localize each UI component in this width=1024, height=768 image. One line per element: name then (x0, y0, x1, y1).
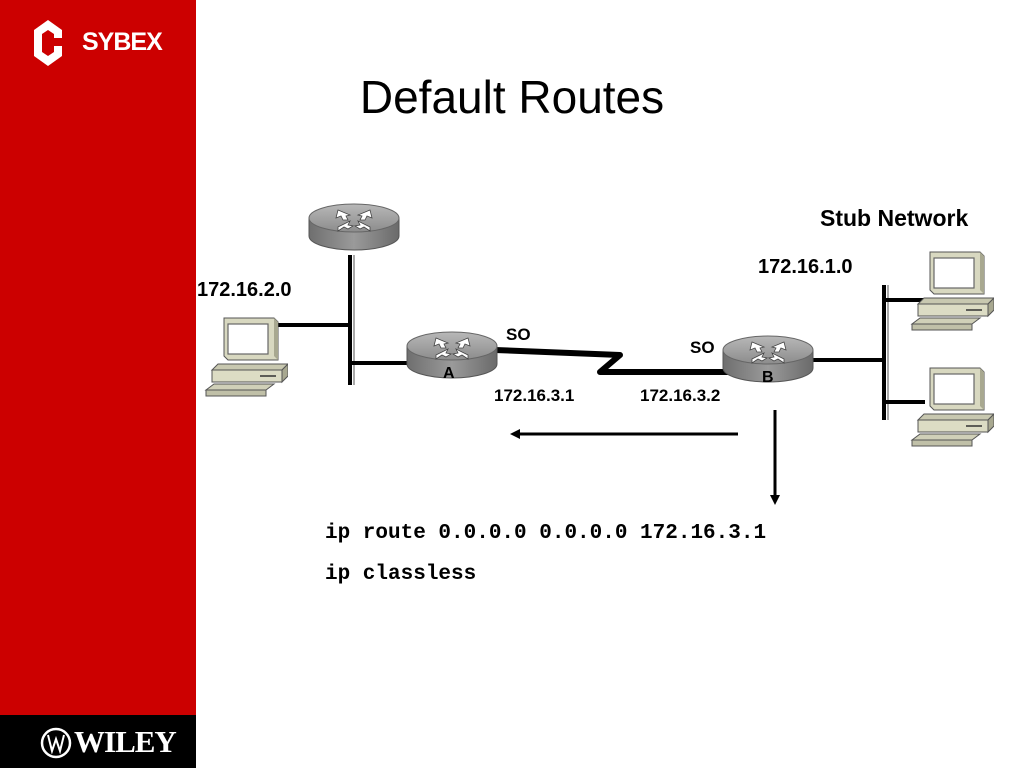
router-top-icon (308, 203, 400, 251)
left-lan-segment (272, 255, 412, 385)
pc-left-icon (205, 317, 288, 397)
sybex-wordmark: SYBEX (82, 28, 163, 56)
wiley-seal-icon (40, 727, 72, 759)
interface-a-label: SO (506, 325, 531, 344)
stub-network-title: Stub Network (820, 205, 968, 231)
sybex-logo (34, 20, 62, 66)
page-title: Default Routes (0, 70, 1024, 124)
interface-b-label: SO (690, 338, 715, 357)
serial-link (494, 347, 740, 375)
ip-label-b: 172.16.3.2 (640, 386, 720, 405)
command-line-1: ip route 0.0.0.0 0.0.0.0 172.16.3.1 (325, 522, 767, 545)
pc-stub-bottom-icon (911, 367, 994, 447)
router-b-label: B (762, 369, 774, 386)
footer-band (0, 715, 196, 768)
router-a-label: A (443, 365, 455, 382)
command-line-2: ip classless (325, 563, 477, 586)
wiley-wordmark: WILEY (74, 724, 177, 759)
sidebar-band (0, 0, 196, 715)
page-title-text: Default Routes (359, 71, 665, 123)
wiley-logo (40, 727, 72, 759)
stub-lan-segment (810, 285, 925, 420)
pc-stub-top-icon (911, 251, 994, 331)
network-label-stub: 172.16.1.0 (758, 256, 853, 278)
ip-label-a: 172.16.3.1 (494, 386, 574, 405)
network-label-left: 172.16.2.0 (197, 279, 292, 301)
sybex-mark-icon (34, 20, 62, 66)
